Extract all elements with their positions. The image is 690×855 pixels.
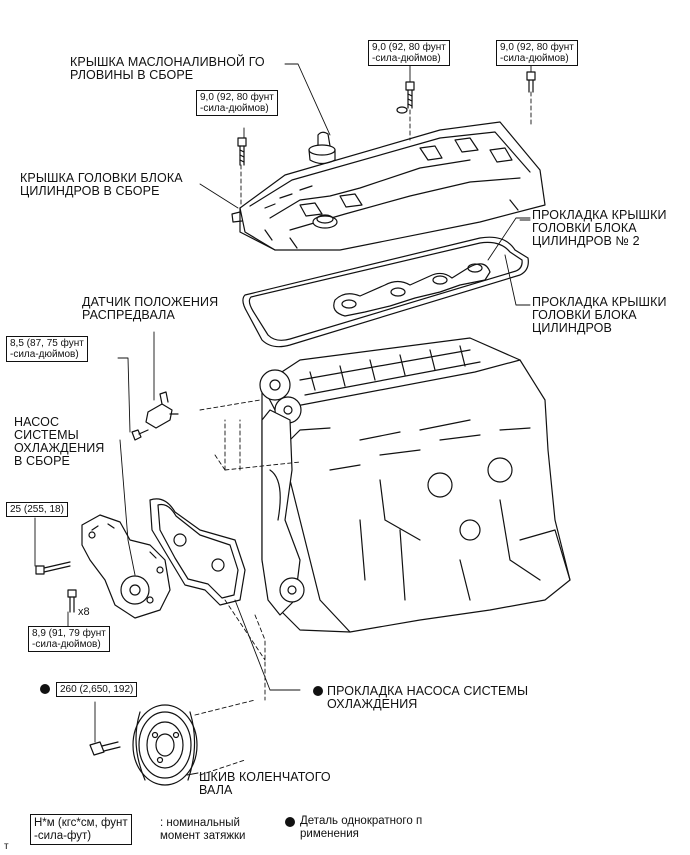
label-head-cover-gasket-no2: ПРОКЛАДКА КРЫШКИ ГОЛОВКИ БЛОКА ЦИЛИНДРОВ… xyxy=(532,209,667,248)
torque-line: 260 (2,650, 192) xyxy=(60,684,134,695)
legend-line: -сила-фут) xyxy=(34,829,92,842)
torque-line: -сила-дюймов) xyxy=(200,103,269,114)
label-water-pump: НАСОС СИСТЕМЫ ОХЛАЖДЕНИЯ В СБОРЕ xyxy=(14,416,104,468)
label-line: ГОЛОВКИ БЛОКА xyxy=(532,308,637,322)
label-head-cover-gasket: ПРОКЛАДКА КРЫШКИ ГОЛОВКИ БЛОКА ЦИЛИНДРОВ xyxy=(532,296,667,335)
torque-box-cover-bolt-right: 9,0 (92, 80 фунт -сила-дюймов) xyxy=(496,40,578,66)
label-line: РАСПРЕДВАЛА xyxy=(82,308,175,322)
bolt-quantity: x8 xyxy=(78,606,90,618)
label-line: ШКИВ КОЛЕНЧАТОГО xyxy=(199,770,331,784)
label-line: ДАТЧИК ПОЛОЖЕНИЯ xyxy=(82,295,219,309)
label-line: КРЫШКА ГОЛОВКИ БЛОКА xyxy=(20,171,183,185)
torque-line: 9,0 (92, 80 фунт xyxy=(372,42,446,53)
water-pump-gasket xyxy=(149,498,246,606)
cover-bolt-center xyxy=(396,81,415,114)
head-cover-gasket xyxy=(242,236,529,348)
pulley-bolt xyxy=(89,741,121,756)
label-line: ЦИЛИНДРОВ № 2 xyxy=(532,234,640,248)
label-line: РЛОВИНЫ В СБОРЕ xyxy=(70,68,194,82)
pump-bolt-top xyxy=(35,561,71,575)
legend-torque-unit-box: Н*м (кгс*см, фунт -сила-фут) xyxy=(30,814,132,845)
nonreusable-marker-pulley-bolt xyxy=(40,684,50,694)
label-line: НАСОС xyxy=(14,415,60,429)
label-line: ГОЛОВКИ БЛОКА xyxy=(532,221,637,235)
torque-box-pump-bolt-top: 25 (255, 18) xyxy=(6,502,68,517)
torque-box-sensor-bolt: 8,5 (87, 75 фунт -сила-дюймов) xyxy=(6,336,88,362)
legend-line: Деталь однократного п xyxy=(300,815,423,827)
head-cover-gasket-no2 xyxy=(333,263,491,317)
label-line: ПРОКЛАДКА КРЫШКИ xyxy=(532,295,667,309)
label-head-cover: КРЫШКА ГОЛОВКИ БЛОКА ЦИЛИНДРОВ В СБОРЕ xyxy=(20,172,183,198)
corner-mark: т xyxy=(4,841,9,852)
label-line: СИСТЕМЫ xyxy=(14,428,79,442)
label-line: ЦИЛИНДРОВ xyxy=(532,321,612,335)
torque-line: -сила-дюймов) xyxy=(10,349,79,360)
torque-box-pulley-bolt: 260 (2,650, 192) xyxy=(56,682,138,697)
legend-line: : номинальный xyxy=(160,817,240,829)
camshaft-position-sensor xyxy=(145,391,179,429)
nonreusable-legend-icon xyxy=(285,817,295,827)
label-line: В СБОРЕ xyxy=(14,454,70,468)
nonreusable-marker-gasket xyxy=(313,686,323,696)
torque-line: 9,0 (92, 80 фунт xyxy=(500,42,574,53)
crankshaft-pulley xyxy=(132,704,198,786)
cover-bolt-right xyxy=(526,71,536,93)
cover-bolt-left xyxy=(237,137,247,166)
engine-block xyxy=(259,337,571,633)
legend-torque-description: : номинальный момент затяжки xyxy=(160,817,245,842)
label-crank-pulley: ШКИВ КОЛЕНЧАТОГО ВАЛА xyxy=(199,771,331,797)
label-line: ВАЛА xyxy=(199,783,233,797)
label-line: КРЫШКА МАСЛОНАЛИВНОЙ ГО xyxy=(70,55,265,69)
torque-line: 9,0 (92, 80 фунт xyxy=(200,92,274,103)
torque-line: 8,9 (91, 79 фунт xyxy=(32,628,106,639)
oil-filler-cap xyxy=(308,131,336,165)
torque-box-cover-bolt-left: 9,0 (92, 80 фунт -сила-дюймов) xyxy=(196,90,278,116)
label-line: ЦИЛИНДРОВ В СБОРЕ xyxy=(20,184,160,198)
label-line: ПРОКЛАДКА НАСОСА СИСТЕМЫ xyxy=(327,684,529,698)
torque-box-cover-bolt-center: 9,0 (92, 80 фунт -сила-дюймов) xyxy=(368,40,450,66)
torque-line: 8,5 (87, 75 фунт xyxy=(10,338,84,349)
label-cam-sensor: ДАТЧИК ПОЛОЖЕНИЯ РАСПРЕДВАЛА xyxy=(82,296,218,322)
legend-nonreusable-text: Деталь однократного п рименения xyxy=(300,815,422,840)
legend-line: момент затяжки xyxy=(160,829,246,842)
legend-line: рименения xyxy=(300,827,359,840)
torque-line: 25 (255, 18) xyxy=(10,504,64,515)
torque-box-pump-bolts-x8: 8,9 (91, 79 фунт -сила-дюймов) xyxy=(28,626,110,652)
water-pump xyxy=(81,514,171,619)
sensor-bolt xyxy=(131,429,149,441)
torque-line: -сила-дюймов) xyxy=(372,53,441,64)
pump-bolts-x8 xyxy=(67,589,77,613)
label-line: ПРОКЛАДКА КРЫШКИ xyxy=(532,208,667,222)
cylinder-head-cover xyxy=(231,121,546,251)
legend-line: Н*м (кгс*см, фунт xyxy=(34,817,128,829)
torque-line: -сила-дюймов) xyxy=(32,639,101,650)
label-oil-filler-cap: КРЫШКА МАСЛОНАЛИВНОЙ ГО РЛОВИНЫ В СБОРЕ xyxy=(70,56,265,82)
label-line: ОХЛАЖДЕНИЯ xyxy=(14,441,105,455)
label-line: ОХЛАЖДЕНИЯ xyxy=(327,697,418,711)
torque-line: -сила-дюймов) xyxy=(500,53,569,64)
label-water-pump-gasket: ПРОКЛАДКА НАСОСА СИСТЕМЫ ОХЛАЖДЕНИЯ xyxy=(327,685,528,711)
